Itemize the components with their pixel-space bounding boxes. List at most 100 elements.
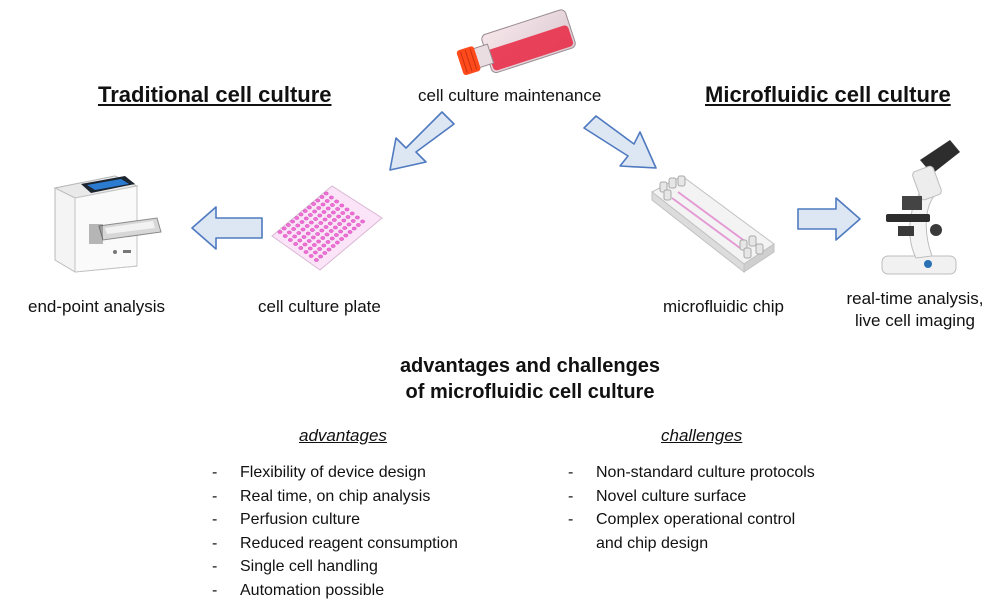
plate-well [343, 233, 349, 238]
bullet-dash: - [212, 581, 218, 599]
plate-well [351, 226, 357, 231]
plate-well [311, 202, 316, 206]
advantage-text: Reduced reagent consumption [240, 534, 458, 552]
challenges-heading: challenges [661, 426, 743, 445]
microscope-icon [872, 138, 972, 278]
plate-well [344, 207, 350, 212]
plate-well [303, 216, 309, 221]
plate-well [305, 231, 311, 236]
plate-well [319, 195, 325, 199]
realtime-label-line2: live cell imaging [855, 311, 975, 330]
plate-well [313, 217, 318, 221]
bullet-dash: - [212, 534, 218, 552]
challenge-text: Novel culture surface [596, 487, 747, 505]
plate-well [308, 213, 313, 217]
plate-well [334, 199, 339, 204]
plate-well [301, 235, 307, 239]
plate-well [282, 234, 288, 238]
plate-well [299, 220, 305, 224]
plate-well [330, 244, 336, 248]
microfluidic-chip-icon [648, 172, 778, 277]
summary-heading-line1: advantages and challenges [399, 355, 661, 377]
plate-well [329, 236, 335, 241]
plate-well [355, 215, 360, 220]
plate-well [323, 225, 329, 229]
traditional-culture-title: Traditional cell culture [98, 82, 332, 107]
plate-well [345, 215, 351, 219]
plate-well [309, 220, 314, 225]
well-plate-icon [268, 182, 386, 274]
plate-well [346, 222, 352, 227]
plate-well [360, 219, 365, 224]
challenge-text: Non-standard culture protocols [596, 464, 815, 481]
plate-well [312, 209, 317, 214]
plate-well [277, 230, 283, 234]
plate-well [341, 218, 347, 223]
plate-well [317, 247, 322, 251]
plate-well [326, 214, 332, 218]
list-item: - Reduced reagent consumption [212, 532, 458, 556]
plate-well [335, 240, 340, 245]
plate-well [300, 227, 306, 232]
arrow-to-chip [580, 112, 670, 182]
plate-well [318, 221, 324, 225]
plate-well [291, 227, 296, 231]
plate-well [290, 219, 295, 224]
list-item: -Flexibility of device design [212, 461, 458, 485]
plate-well [297, 238, 303, 243]
plate-well [335, 207, 340, 211]
bullet-dash: - [212, 464, 218, 481]
plate-well [322, 217, 328, 222]
realtime-label-line1: real-time analysis, [846, 289, 984, 308]
advantage-text: Automation possible [240, 581, 385, 599]
plate-well [324, 232, 330, 237]
plate-well [316, 206, 322, 210]
summary-heading-line2: of microfluidic cell culture [405, 381, 655, 403]
advantage-text: Real time, on chip analysis [240, 487, 431, 505]
list-item: -Perfusion culture [212, 508, 458, 532]
bullet-dash: - [568, 487, 574, 505]
list-item: -Single cell handling [212, 555, 458, 579]
plate-well [342, 226, 348, 230]
list-item: - Complex operational control [568, 508, 815, 532]
plate-well [310, 228, 315, 232]
plate-well [324, 199, 330, 203]
plate-well [336, 214, 341, 219]
plate-well [294, 216, 300, 220]
plate-well [317, 213, 323, 218]
plate-well [333, 225, 338, 230]
plate-well [296, 231, 302, 235]
plate-well [302, 209, 308, 213]
plate-well [331, 210, 336, 215]
plate-well [313, 250, 318, 255]
challenge-text: and chip design [596, 534, 709, 552]
plate-well [298, 212, 304, 217]
bullet-dash: - [568, 511, 574, 528]
plate-well [325, 240, 331, 244]
cell-culture-flask-icon [455, 4, 585, 84]
microfluidic-culture-title: Microfluidic cell culture [705, 82, 951, 107]
plate-well [319, 228, 325, 233]
plate-well [303, 250, 309, 254]
list-item: - Novel culture surface [568, 485, 815, 509]
arrow-to-reader [190, 205, 265, 251]
challenges-list: - Non-standard culture protocols - Novel c… [568, 461, 815, 555]
challenge-text: Complex operational control [596, 511, 796, 528]
plate-well [287, 230, 292, 235]
plate-well [315, 232, 320, 236]
plate-well [293, 242, 298, 246]
plate-well [308, 254, 314, 258]
plate-well [347, 230, 353, 234]
plate-well [295, 223, 301, 228]
plate-well [340, 211, 346, 215]
list-item: and chip design [568, 532, 815, 556]
plate-well [320, 236, 326, 240]
list-item: - Automation possible [212, 579, 458, 603]
plate-well [311, 235, 316, 240]
end-point-analysis-label: end-point analysis [28, 297, 166, 316]
maintenance-label: cell culture maintenance [418, 86, 602, 105]
plate-well [350, 219, 356, 223]
plate-well [321, 243, 327, 248]
realtime-analysis-label: real-time analysis, live cell imaging [830, 288, 1000, 332]
plate-well [337, 222, 342, 226]
